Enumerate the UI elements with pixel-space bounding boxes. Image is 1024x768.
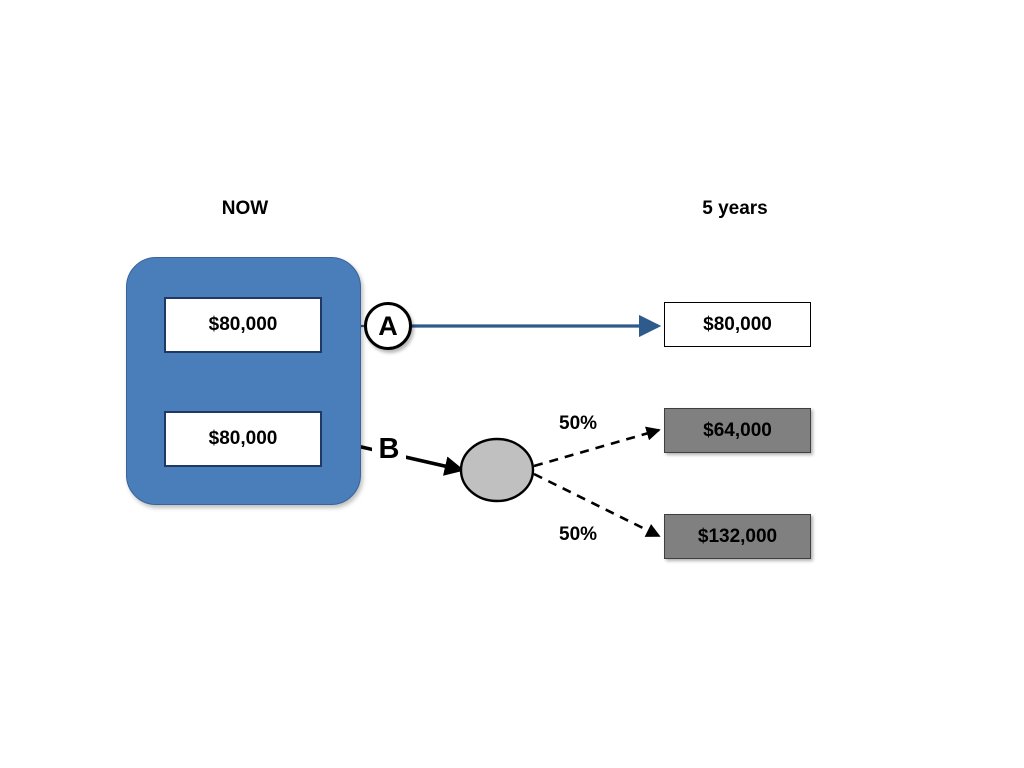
column-header-five-years: 5 years [702,198,768,219]
panel-value-box-a: $80,000 [164,297,322,353]
column-header-now: NOW [221,198,269,219]
outcome-box-b-low: $64,000 [664,408,811,453]
branch-marker-b: B [372,432,406,466]
panel-value-box-b: $80,000 [164,411,322,467]
probability-label-lower: 50% [559,524,598,545]
chance-node [459,437,535,503]
outcome-box-b-high: $132,000 [664,514,811,559]
probability-label-upper: 50% [559,413,598,434]
outcome-box-a: $80,000 [664,302,811,347]
edge-chance-to-upper [533,426,661,468]
branch-marker-a: A [364,302,412,350]
decision-panel [126,257,361,505]
